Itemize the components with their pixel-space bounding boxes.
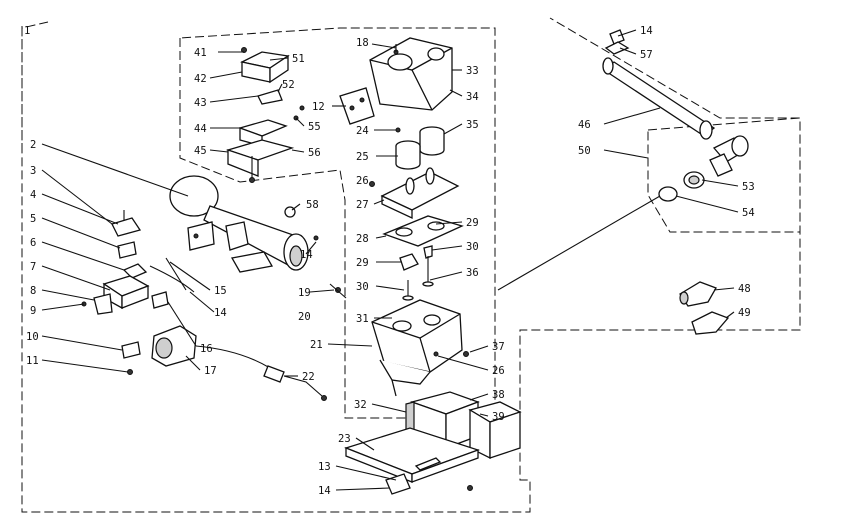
callout-22: 22	[302, 371, 315, 383]
callout-labels: 1 2 3 4 5 6 7 8 9 10 11 41 42 43 44 45 5…	[24, 25, 755, 497]
callout-52: 52	[282, 79, 295, 91]
callout-27: 27	[356, 199, 369, 211]
outer-assembly-outline	[21, 17, 801, 513]
callout-26: 26	[356, 175, 369, 187]
callout-4: 4	[30, 189, 36, 201]
callout-14d: 14	[640, 25, 653, 37]
callout-3: 3	[30, 165, 36, 177]
callout-50: 50	[578, 145, 591, 157]
pipe-fitting-group	[602, 29, 749, 202]
callout-45: 45	[194, 145, 207, 157]
callout-39: 39	[492, 411, 505, 423]
callout-57: 57	[640, 49, 653, 61]
bracket-subassembly-outline	[179, 27, 496, 419]
leader-lines	[41, 29, 739, 491]
callout-37: 37	[492, 341, 505, 353]
callout-10: 10	[26, 331, 39, 343]
callout-46: 46	[578, 119, 591, 131]
callout-12: 12	[312, 101, 325, 113]
mounting-bracket-group	[225, 47, 305, 183]
callout-55: 55	[308, 121, 321, 133]
callout-24: 24	[356, 125, 369, 137]
callout-5: 5	[30, 213, 36, 225]
callout-53: 53	[742, 181, 755, 193]
valve-body-group	[371, 299, 469, 397]
callout-30: 30	[466, 241, 479, 253]
callout-38: 38	[492, 389, 505, 401]
blower-housing-group	[339, 37, 453, 133]
callout-49: 49	[738, 307, 751, 319]
callout-58: 58	[306, 199, 319, 211]
parts	[81, 29, 749, 495]
callout-11: 11	[26, 355, 39, 367]
callout-16: 16	[200, 343, 213, 355]
callout-7: 7	[30, 261, 36, 273]
callout-48: 48	[738, 283, 751, 295]
callout-31: 31	[356, 313, 369, 325]
callout-44: 44	[194, 123, 207, 135]
callout-35: 35	[466, 119, 479, 131]
valve-kit-outline	[647, 117, 801, 233]
callout-14: 14	[318, 485, 331, 497]
callout-9: 9	[30, 305, 36, 317]
callout-14c: 14	[214, 307, 227, 319]
callout-14b: 14	[300, 249, 313, 261]
callout-29b: 29	[356, 257, 369, 269]
callout-21: 21	[310, 339, 323, 351]
callout-25: 25	[356, 151, 369, 163]
callout-6: 6	[30, 237, 36, 249]
callout-34: 34	[466, 91, 479, 103]
callout-20: 20	[298, 311, 311, 323]
callout-1: 1	[24, 25, 30, 37]
callout-2: 2	[30, 139, 36, 151]
callout-30b: 30	[356, 281, 369, 293]
callout-36: 36	[466, 267, 479, 279]
callout-42: 42	[194, 73, 207, 85]
callout-33: 33	[466, 65, 479, 77]
callout-13: 13	[318, 461, 331, 473]
callout-51: 51	[292, 53, 305, 65]
coil-and-base-group	[344, 391, 522, 495]
callout-26b: 26	[492, 365, 505, 377]
callout-56: 56	[308, 147, 321, 159]
callout-32: 32	[354, 399, 367, 411]
callout-15: 15	[214, 285, 227, 297]
left-hardware-group	[81, 210, 195, 375]
loose-fittings-group	[679, 281, 730, 335]
callout-23: 23	[338, 433, 351, 445]
callout-8: 8	[30, 285, 36, 297]
callout-17: 17	[204, 365, 217, 377]
callout-54: 54	[742, 207, 755, 219]
callout-43: 43	[194, 97, 207, 109]
callout-41: 41	[194, 47, 207, 59]
callout-28: 28	[356, 233, 369, 245]
grouping-outlines	[21, 17, 801, 513]
callout-19: 19	[298, 287, 311, 299]
callout-29: 29	[466, 217, 479, 229]
burner-tube-group	[169, 175, 319, 273]
igniter-group	[151, 283, 347, 401]
callout-18: 18	[356, 37, 369, 49]
